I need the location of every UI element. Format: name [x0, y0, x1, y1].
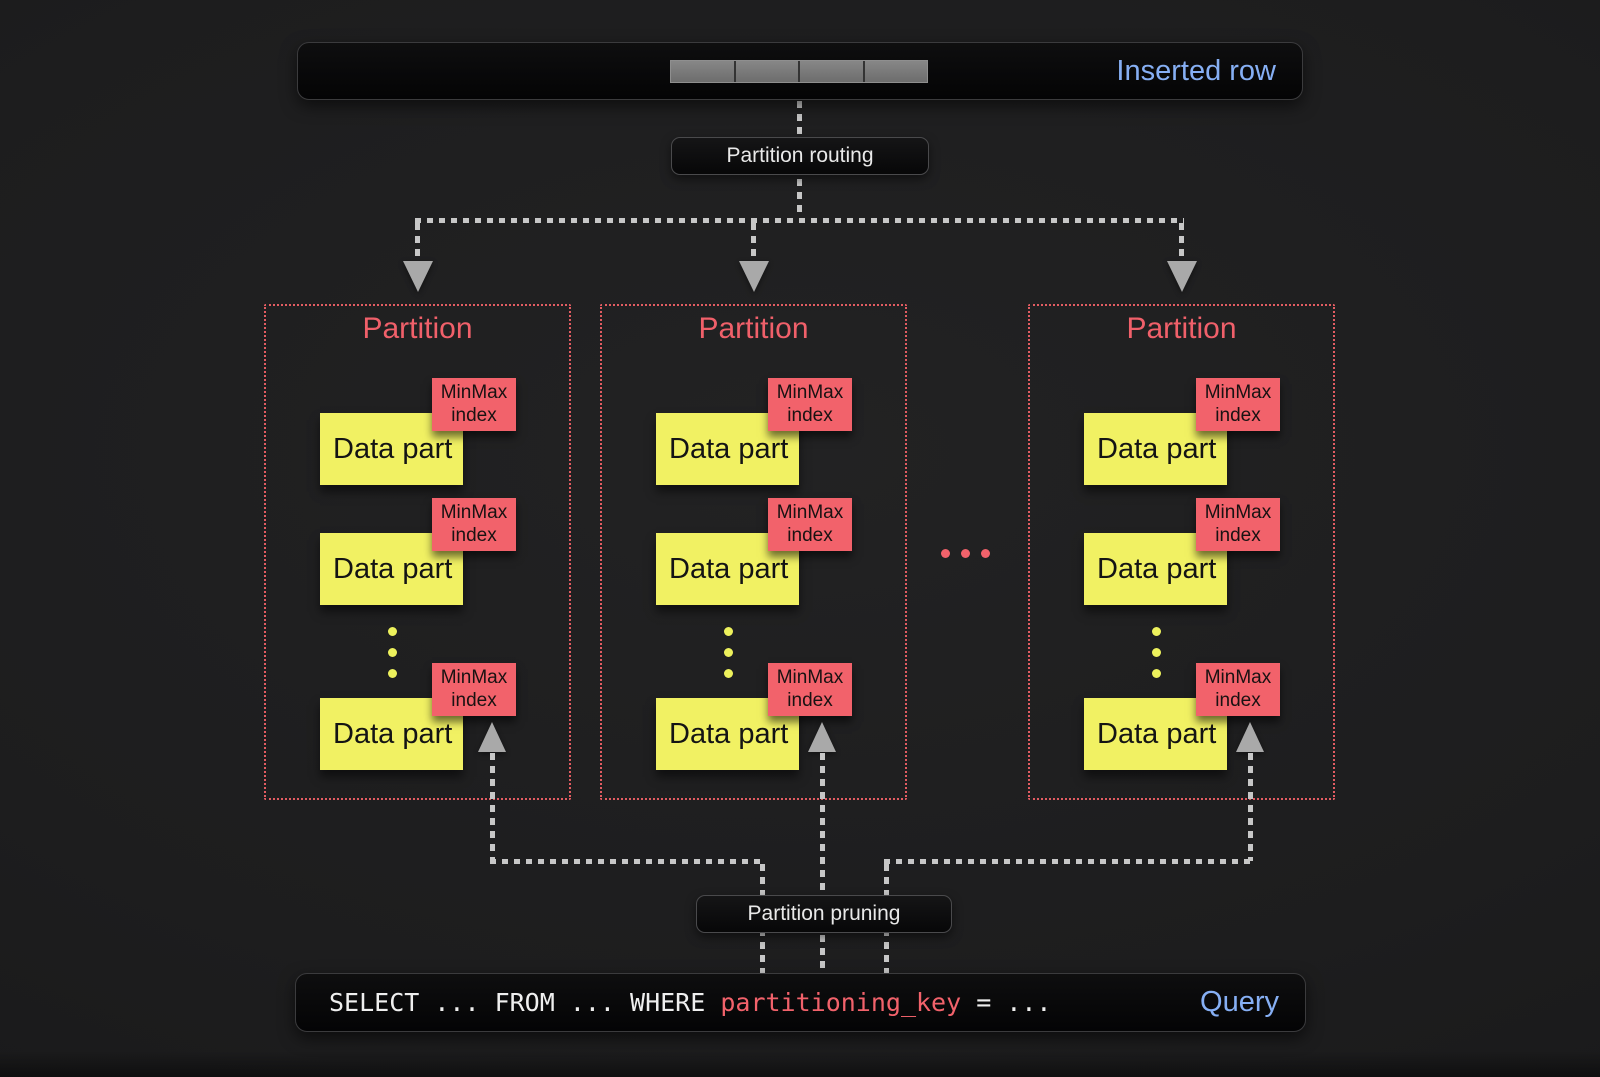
- partition-title: Partition: [1126, 312, 1237, 345]
- pruning-rise-line-2: [820, 753, 825, 973]
- minmax-index-tag: MinMax index: [1196, 498, 1280, 551]
- partition-box-2: Partition MinMax index Data part MinMax …: [600, 304, 907, 800]
- arrow-up-icon: [808, 722, 836, 752]
- routing-drop-line-2: [751, 223, 756, 261]
- routing-branch-line: [415, 218, 1184, 223]
- more-parts-ellipsis: [388, 627, 397, 690]
- partition-title: Partition: [362, 312, 473, 345]
- query-sql-text: SELECT ... FROM ... WHERE partitioning_k…: [329, 974, 1051, 1031]
- sql-prefix: SELECT ... FROM ... WHERE: [329, 988, 721, 1017]
- data-part-box: Data part: [320, 698, 463, 770]
- pruning-branch-line-left: [490, 859, 762, 864]
- inserted-row-segments: [670, 60, 928, 83]
- row-segment: [735, 61, 798, 82]
- partition-routing-label: Partition routing: [671, 137, 929, 175]
- query-box: SELECT ... FROM ... WHERE partitioning_k…: [295, 973, 1306, 1032]
- sql-suffix: = ...: [961, 988, 1052, 1017]
- row-segment: [671, 61, 734, 82]
- minmax-index-tag: MinMax index: [768, 378, 852, 431]
- pruning-rise-line-1: [490, 753, 495, 861]
- inserted-row-box: Inserted row: [297, 42, 1303, 100]
- partitions-ellipsis: [941, 549, 990, 558]
- query-label: Query: [1200, 986, 1279, 1018]
- minmax-index-tag: MinMax index: [1196, 663, 1280, 716]
- more-parts-ellipsis: [724, 627, 733, 690]
- row-segment: [800, 61, 863, 82]
- row-segment: [864, 61, 927, 82]
- minmax-index-tag: MinMax index: [768, 663, 852, 716]
- arrow-down-icon: [739, 261, 769, 292]
- sql-partitioning-key: partitioning_key: [720, 988, 962, 1017]
- pruning-branch-line-right: [884, 859, 1252, 864]
- arrow-up-icon: [478, 722, 506, 752]
- minmax-index-tag: MinMax index: [432, 378, 516, 431]
- partition-pruning-label: Partition pruning: [696, 895, 952, 933]
- minmax-index-tag: MinMax index: [432, 498, 516, 551]
- partition-box-3: Partition MinMax index Data part MinMax …: [1028, 304, 1335, 800]
- routing-drop-line-1: [415, 223, 420, 261]
- pruning-rise-line-3: [1248, 753, 1253, 861]
- more-parts-ellipsis: [1152, 627, 1161, 690]
- minmax-index-tag: MinMax index: [432, 663, 516, 716]
- inserted-row-label: Inserted row: [1116, 54, 1276, 87]
- routing-drop-line-3: [1179, 223, 1184, 261]
- partition-title: Partition: [698, 312, 809, 345]
- data-part-box: Data part: [1084, 413, 1227, 485]
- minmax-index-tag: MinMax index: [1196, 378, 1280, 431]
- partition-box-1: Partition MinMax index Data part MinMax …: [264, 304, 571, 800]
- minmax-index-tag: MinMax index: [768, 498, 852, 551]
- arrow-up-icon: [1236, 722, 1264, 752]
- arrow-down-icon: [403, 261, 433, 292]
- arrow-down-icon: [1167, 261, 1197, 292]
